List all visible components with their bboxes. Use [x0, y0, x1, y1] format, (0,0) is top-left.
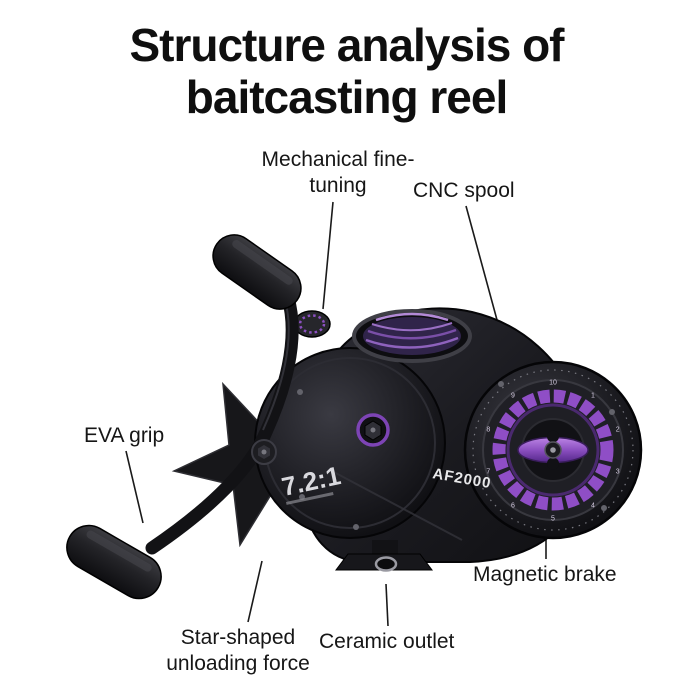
label-eva-grip: EVA grip	[84, 424, 165, 447]
ceramic-outlet-guide	[374, 556, 398, 572]
brake-dial-number: 1	[591, 392, 595, 399]
brake-dial-number: 2	[616, 426, 620, 433]
brake-knob	[517, 430, 589, 470]
title-line-2: baitcasting reel	[185, 70, 508, 123]
pointer-line-ceramic	[385, 583, 389, 627]
label-ceramic-outlet: Ceramic outlet	[319, 630, 455, 653]
brake-dial-numbers: 10 1 2 3 4 5 6 7 8 9	[486, 379, 619, 522]
handle-arm	[145, 291, 299, 555]
top-grip	[212, 234, 302, 310]
brake-dial-number: 9	[511, 392, 515, 399]
brake-dial-number: 7	[486, 468, 490, 475]
pointer-line-star	[247, 560, 263, 623]
spool-axle-nut	[356, 413, 390, 447]
label-magnetic-brake: Magnetic brake	[473, 563, 617, 586]
label-star-shaped-unloading-force: Star-shaped unloading force	[166, 626, 310, 675]
brake-dial-number: 8	[486, 426, 490, 433]
pointer-line-eva-grip	[125, 450, 144, 524]
label-mechanical-fine-tuning: Mechanical fine-tuning	[261, 148, 415, 197]
bottom-grip	[66, 524, 162, 600]
left-side-plate	[254, 347, 463, 541]
cnc-spool	[352, 309, 472, 363]
brake-dial-number: 10	[549, 379, 557, 386]
pointer-line-mechanical	[322, 201, 334, 310]
right-side-plate: 10 1 2 3 4 5 6 7 8 9	[463, 360, 643, 540]
magnetic-brake-dial	[492, 389, 614, 511]
brake-dial-number: 6	[511, 502, 515, 509]
brake-dial-number: 5	[551, 515, 555, 522]
title-line-1: Structure analysis of	[129, 19, 564, 71]
fine-tuning-knob	[293, 310, 331, 338]
label-cnc-spool: CNC spool	[413, 179, 515, 202]
brake-dial-number: 3	[616, 468, 620, 475]
brake-dial-number: 4	[591, 502, 595, 509]
handle-pivot-nut	[251, 439, 277, 465]
